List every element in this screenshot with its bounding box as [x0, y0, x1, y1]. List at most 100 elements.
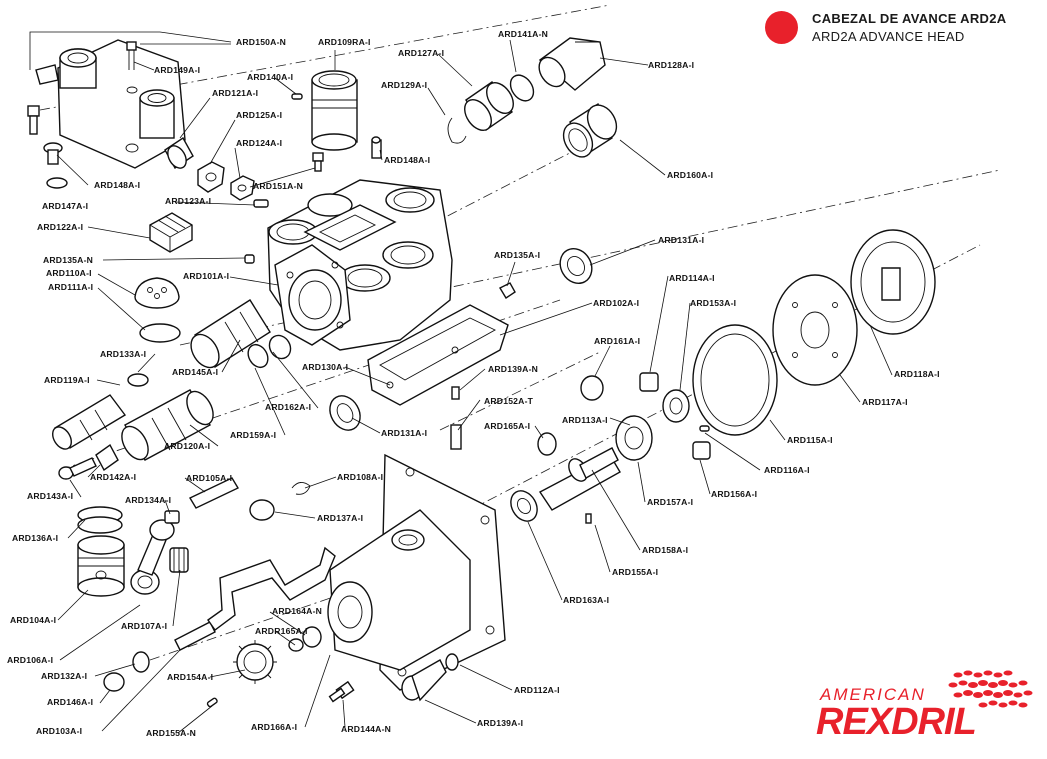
key-155N: [206, 697, 218, 708]
callout-label: ARD153A-I: [690, 298, 736, 308]
ring-164: [302, 626, 322, 648]
plug-139: [401, 659, 447, 702]
callout-label: ARD139A-I: [477, 718, 523, 728]
fitting-121: [164, 136, 194, 170]
title-es: CABEZAL DE AVANCE ARD2A: [812, 11, 1007, 26]
callout-label: ARD151A-N: [253, 181, 303, 191]
logo-dot: [953, 672, 963, 678]
cover-102: [367, 304, 509, 406]
bolt-144: [328, 680, 355, 703]
housing-101: [267, 179, 453, 351]
logo-dot: [953, 692, 963, 698]
callout-label: ARD154A-I: [167, 672, 213, 682]
callout-label: ARD139A-N: [488, 364, 538, 374]
callout-label: ARD148A-I: [384, 155, 430, 165]
logo-dot: [1008, 682, 1018, 688]
callout-label: ARD143A-I: [27, 491, 73, 501]
callout-label: ARD166A-I: [251, 722, 297, 732]
sleeve-160: [562, 102, 618, 158]
callout-label: ARD116A-I: [764, 465, 810, 475]
block-122: [149, 212, 193, 253]
bearing-131-top: [559, 248, 593, 284]
gear-154: [233, 640, 277, 684]
callout-label: ARD122A-I: [37, 222, 83, 232]
o-ring-111: [139, 323, 181, 343]
callout-label: ARD133A-I: [100, 349, 146, 359]
callout-label: ARD163A-I: [563, 595, 609, 605]
plug-148: [43, 142, 63, 165]
callout-label: ARD145A-I: [172, 367, 218, 377]
callout-label: ARD115A-I: [787, 435, 833, 445]
logo-dot: [978, 680, 988, 686]
accent-dot: [765, 11, 798, 44]
logo-dot: [1018, 702, 1028, 708]
callout-label: ARD136A-I: [12, 533, 58, 543]
pin-105: [189, 477, 239, 509]
callout-label: ARD156A-I: [711, 489, 757, 499]
cap-110: [134, 277, 180, 309]
callout-label: ARD152A-T: [484, 396, 534, 406]
callout-label: ARD102A-I: [593, 298, 639, 308]
logo-dot: [1003, 690, 1013, 696]
ring-136b: [77, 516, 123, 534]
logo-dots-icon: [948, 670, 1033, 708]
fitting-128: [538, 37, 606, 91]
ring-146: [103, 672, 125, 692]
callout-label: ARD165A-I: [484, 421, 530, 431]
callout-label: ARD158A-I: [642, 545, 688, 555]
key-155: [585, 513, 592, 524]
callout-label: ARD157A-I: [647, 497, 693, 507]
callout-label: ARD111A-I: [48, 282, 93, 292]
callout-label: ARD104A-I: [10, 615, 56, 625]
callout-label: ARD106A-I: [7, 655, 53, 665]
screw-151: [312, 152, 324, 172]
plate-118: [850, 229, 936, 335]
brand-line2: REXDRIL: [816, 701, 977, 744]
callout-label: ARD105A-I: [186, 473, 232, 483]
washer-133: [127, 373, 149, 387]
brand-rex: REX: [816, 701, 892, 743]
callout-label: ARD121A-I: [212, 88, 258, 98]
screw-123: [253, 199, 269, 208]
logo-dot: [973, 672, 983, 678]
o-ring-147: [46, 177, 68, 189]
callout-label: ARD120A-I: [164, 441, 210, 451]
callout-label: ARD118A-I: [894, 369, 940, 379]
callout-label: ARD125A-I: [236, 110, 282, 120]
screw-139N: [451, 386, 460, 400]
logo-dot: [948, 682, 958, 688]
bearing-132: [132, 651, 150, 673]
callout-label: ARD161A-I: [594, 336, 640, 346]
brand-logo: AMERICAN REXDRIL: [808, 665, 1040, 747]
logo-dot: [1023, 690, 1033, 696]
plug-135: [244, 254, 255, 264]
bearing-131-mid: [329, 395, 361, 431]
callout-label: ARD155A-I: [612, 567, 658, 577]
callout-label: ARD160A-I: [667, 170, 713, 180]
callout-label: ARD123A-I: [165, 196, 211, 206]
pin-116: [699, 425, 710, 432]
o-ring-141: [509, 74, 535, 102]
callout-label: ARD107A-I: [121, 621, 167, 631]
fitting-148-top: [371, 136, 382, 159]
callout-label: ARD114A-I: [669, 273, 715, 283]
callout-label: ARD155A-N: [146, 728, 196, 738]
hub-157: [615, 415, 653, 461]
logo-dot: [983, 670, 993, 676]
callout-label: ARD146A-I: [47, 697, 93, 707]
leader-lines: [29, 31, 893, 734]
shaft-158: [538, 447, 621, 511]
logo-dot: [963, 690, 973, 696]
logo-dot: [958, 680, 968, 686]
ring-115: [692, 324, 778, 436]
bearing-163: [510, 490, 538, 522]
callout-label: ARD112A-I: [514, 685, 560, 695]
bolt-149: [126, 41, 137, 70]
snap-ring-129: [447, 117, 467, 144]
callout-label: ARD137A-I: [317, 513, 363, 523]
logo-dot: [1008, 700, 1018, 706]
fitting-127: [464, 81, 514, 131]
callout-label: ARD131A-I: [381, 428, 427, 438]
logo-dot: [978, 702, 988, 708]
